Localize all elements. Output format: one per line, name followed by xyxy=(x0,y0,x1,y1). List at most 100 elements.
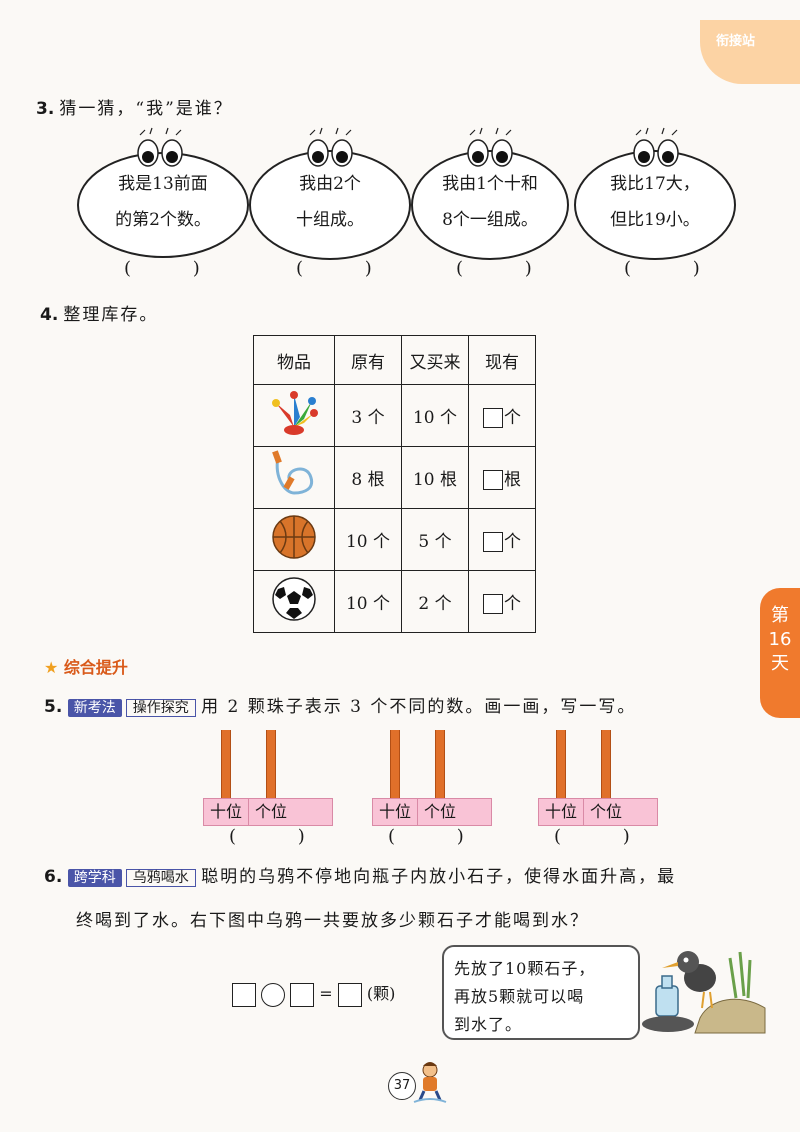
bubble-3-line2: 8个一组成。 xyxy=(442,210,538,230)
ones-rod[interactable] xyxy=(601,730,611,798)
operator-circle[interactable] xyxy=(261,982,286,1007)
answer-4[interactable]: ( ) xyxy=(624,258,728,279)
corner-tab xyxy=(700,20,800,84)
q4-title: 整理库存。 xyxy=(63,305,159,325)
page-number: 37 xyxy=(388,1072,416,1100)
equals-sign: = xyxy=(319,984,333,1003)
item-cell xyxy=(253,508,335,571)
bubble-2 xyxy=(249,150,411,260)
q5-text: 用 2 颗珠子表示 3 个不同的数。画一画，写一写。 xyxy=(201,697,637,717)
header-item: 物品 xyxy=(253,335,335,385)
tens-label: 十位 xyxy=(204,799,249,825)
abacus-1: 十位 个位 ( ) xyxy=(203,730,333,847)
item-cell xyxy=(253,570,335,633)
answer-3[interactable]: ( ) xyxy=(456,258,560,279)
bought-cell: 10 个 xyxy=(401,384,469,447)
bought-cell: 5 个 xyxy=(401,508,469,571)
answer-box[interactable] xyxy=(483,532,503,553)
jester-hat-icon xyxy=(272,391,318,435)
q6-heading: 6. 跨学科乌鸦喝水 聪明的乌鸦不停地向瓶子内放小石子，使得水面升高，最 xyxy=(44,862,764,887)
header-now: 现有 xyxy=(468,335,536,385)
unit-label: 个 xyxy=(504,407,521,428)
header-bought: 又买来 xyxy=(401,335,469,385)
original-cell: 8 根 xyxy=(334,446,402,509)
ones-rod[interactable] xyxy=(435,730,445,798)
bubble-2-text: 我由2个 十组成。 xyxy=(262,166,398,238)
star-icon: ★ xyxy=(44,658,59,677)
table-row: 3 个 10 个 个 xyxy=(253,384,536,447)
corner-label: 衔接站 xyxy=(716,34,756,49)
equation-unit: (颗) xyxy=(366,984,396,1003)
speech-line2: 再放5颗就可以喝 xyxy=(454,987,585,1006)
q5-heading: 5. 新考法操作探究 用 2 颗珠子表示 3 个不同的数。画一画，写一写。 xyxy=(44,692,636,717)
section-title: 综合提升 xyxy=(63,658,128,677)
now-cell[interactable]: 个 xyxy=(468,570,536,633)
now-cell[interactable]: 个 xyxy=(468,384,536,447)
bubble-4-line2: 但比19小。 xyxy=(610,210,700,230)
boy-mascot-icon xyxy=(413,1062,447,1103)
ones-rod[interactable] xyxy=(266,730,276,798)
table-row: 8 根 10 根 根 xyxy=(253,446,536,509)
answer-box[interactable] xyxy=(483,408,503,429)
q6-text-line1: 聪明的乌鸦不停地向瓶子内放小石子，使得水面升高，最 xyxy=(201,867,677,887)
bubble-1-line2: 的第2个数。 xyxy=(115,210,211,230)
q5-tag-new: 新考法 xyxy=(67,699,122,717)
q6-tag-cross: 跨学科 xyxy=(67,869,122,887)
original-cell: 3 个 xyxy=(334,384,402,447)
section-heading: ★ 综合提升 xyxy=(44,654,128,678)
q4-number: 4. xyxy=(40,305,59,325)
crow-speech-bubble: 先放了10颗石子， 再放5颗就可以喝 到水了。 xyxy=(442,945,640,1040)
abacus-answer[interactable]: ( ) xyxy=(388,826,492,847)
ones-label: 个位 xyxy=(589,802,622,821)
speech-line3: 到水了。 xyxy=(454,1015,523,1034)
table-header-row: 物品 原有 又买来 现有 xyxy=(253,335,536,385)
header-original: 原有 xyxy=(334,335,402,385)
original-cell: 10 个 xyxy=(334,570,402,633)
now-cell[interactable]: 个 xyxy=(468,508,536,571)
side-tab-line1: 第 xyxy=(771,605,789,626)
now-cell[interactable]: 根 xyxy=(468,446,536,509)
bubble-3-line1: 我由1个十和 xyxy=(442,174,538,194)
soccer-ball-icon xyxy=(272,577,316,621)
day-side-tab: 第 16 天 xyxy=(760,588,800,718)
ones-label: 个位 xyxy=(254,802,287,821)
bought-cell: 2 个 xyxy=(401,570,469,633)
ones-label: 个位 xyxy=(423,802,456,821)
bought-cell: 10 根 xyxy=(401,446,469,509)
equation-box-2[interactable] xyxy=(290,982,315,1007)
item-cell xyxy=(253,384,335,447)
answer-box[interactable] xyxy=(483,470,503,491)
bubble-4-text: 我比17大， 但比19小。 xyxy=(585,166,725,238)
equation-result-box[interactable] xyxy=(337,982,362,1007)
answer-1[interactable]: ( ) xyxy=(124,258,228,279)
bubble-2-line2: 十组成。 xyxy=(296,210,364,230)
equation: = (颗) xyxy=(232,980,395,1007)
bubble-3-text: 我由1个十和 8个一组成。 xyxy=(418,166,562,238)
unit-label: 个 xyxy=(504,593,521,614)
q3-title: 猜一猜，“我”是谁？ xyxy=(59,99,233,119)
tens-rod[interactable] xyxy=(221,730,231,798)
jump-rope-icon xyxy=(272,450,313,495)
tens-rod[interactable] xyxy=(556,730,566,798)
abacus-answer[interactable]: ( ) xyxy=(229,826,333,847)
tens-rod[interactable] xyxy=(390,730,400,798)
bubble-4 xyxy=(574,150,736,260)
item-cell xyxy=(253,446,335,509)
answer-box[interactable] xyxy=(483,594,503,615)
side-tab-line3: 天 xyxy=(771,653,789,674)
bubble-3 xyxy=(411,150,569,260)
q4-heading: 4. 整理库存。 xyxy=(40,300,158,325)
bubble-2-line1: 我由2个 xyxy=(299,174,361,194)
abacus-3: 十位 个位 ( ) xyxy=(538,730,658,847)
bubble-1-text: 我是13前面 的第2个数。 xyxy=(88,166,238,238)
table-row: 10 个 2 个 个 xyxy=(253,570,536,633)
table-row: 10 个 5 个 个 xyxy=(253,508,536,571)
side-tab-line2: 16 xyxy=(768,629,792,650)
abacus-2: 十位 个位 ( ) xyxy=(372,730,492,847)
q6-number: 6. xyxy=(44,867,63,887)
answer-2[interactable]: ( ) xyxy=(296,258,400,279)
crow-bottle-illustration xyxy=(642,951,766,1034)
abacus-answer[interactable]: ( ) xyxy=(554,826,658,847)
equation-box-1[interactable] xyxy=(232,982,256,1007)
guess-bubbles xyxy=(77,127,736,260)
